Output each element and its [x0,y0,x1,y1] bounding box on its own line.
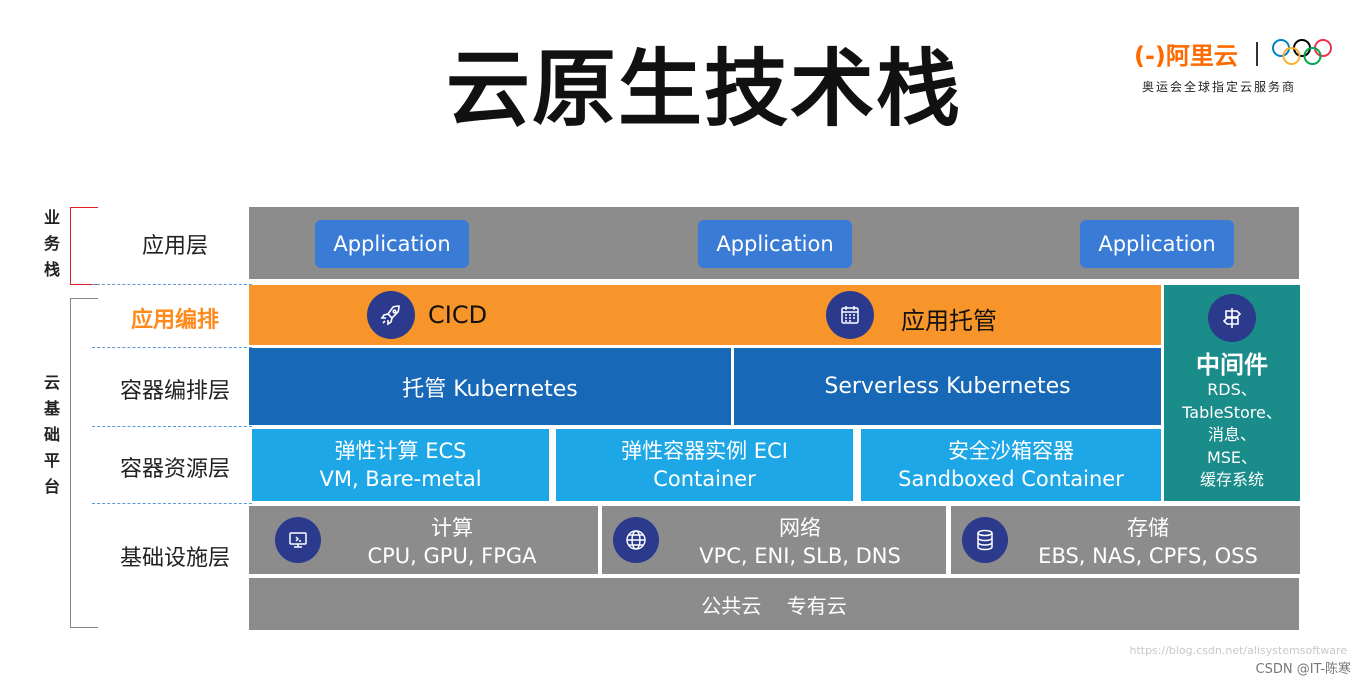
calendar-icon [826,291,874,339]
cicd-label: CICD [428,301,488,329]
storage-box: 存储 EBS, NAS, CPFS, OSS [951,506,1300,574]
page-title: 云原生技术栈 [446,40,963,138]
sandbox-detail: Sandboxed Container [898,467,1124,491]
sandbox-box: 安全沙箱容器 Sandboxed Container [861,429,1161,501]
divider [92,426,252,427]
middleware-column: 中间件 RDS、 TableStore、 消息、 MSE、 缓存系统 [1164,285,1300,501]
app-hosting-label: 应用托管 [901,307,997,335]
brand-tagline: 奥运会全球指定云服务商 [1142,80,1297,94]
business-stack-label: 业 务 栈 [43,208,60,279]
application-box: Application [1080,220,1234,268]
divider [92,284,252,285]
compute-icon [275,517,321,563]
aliyun-logo: (-)阿里云 [1134,42,1238,70]
signpost-icon [1208,294,1256,342]
globe-icon [613,517,659,563]
middleware-item: MSE、 [1206,447,1258,467]
layer-label-container-orch: 容器编排层 [119,379,230,404]
compute-box: 计算 CPU, GPU, FPGA [249,506,598,574]
ecs-title: 弹性计算 ECS [334,439,467,463]
rocket-icon [367,291,415,339]
storage-text: 存储 EBS, NAS, CPFS, OSS [1038,516,1258,568]
cloud-platform-label: 云 基 础 平 台 [43,373,60,496]
eci-box: 弹性容器实例 ECI Container [556,429,853,501]
middleware-item: RDS、 [1207,380,1257,399]
business-stack-bracket [70,207,98,285]
compute-text: 计算 CPU, GPU, FPGA [367,516,537,568]
middleware-items: RDS、 TableStore、 消息、 MSE、 缓存系统 [1164,379,1300,492]
layer-label-container-res: 容器资源层 [119,457,230,482]
serverless-kubernetes-box: Serverless Kubernetes [734,348,1161,425]
blog-watermark: https://blog.csdn.net/alisystemsoftware [1129,644,1347,657]
eci-detail: Container [653,467,756,491]
layer-label-app: 应用层 [141,234,208,259]
app-layer: Application Application Application [249,207,1299,279]
layer-label-orchestration: 应用编排 [130,308,219,333]
sandbox-title: 安全沙箱容器 [948,439,1074,463]
cloud-type-bar: 公共云 专有云 [249,578,1299,630]
app-orchestration-layer: CICD 应用托管 [249,285,1161,345]
divider [92,503,252,504]
network-text: 网络 VPC, ENI, SLB, DNS [699,516,901,568]
middleware-title: 中间件 [1196,351,1268,379]
csdn-credit: CSDN @IT-陈寒 [1255,662,1351,677]
brand-divider [1256,42,1258,66]
ecs-box: 弹性计算 ECS VM, Bare-metal [252,429,549,501]
cloud-platform-bracket [70,298,98,628]
brand-block: (-)阿里云 奥运会全球指定云服务商 [1134,36,1334,96]
application-box: Application [698,220,852,268]
divider [92,347,252,348]
managed-kubernetes-box: 托管 Kubernetes [249,348,731,425]
application-box: Application [315,220,469,268]
ecs-detail: VM, Bare-metal [319,467,482,491]
middleware-item: TableStore、 [1182,402,1282,422]
network-box: 网络 VPC, ENI, SLB, DNS [602,506,946,574]
middleware-item: 消息、 [1207,425,1256,444]
eci-title: 弹性容器实例 ECI [621,439,788,463]
middleware-item: 缓存系统 [1199,470,1264,489]
database-icon [962,517,1008,563]
olympic-rings-icon [1272,39,1332,65]
layer-label-infra: 基础设施层 [119,546,230,571]
